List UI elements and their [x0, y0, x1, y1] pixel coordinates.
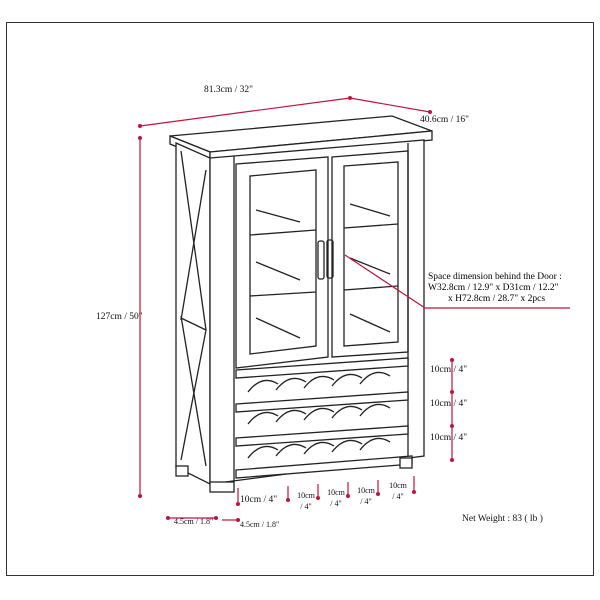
width-label: 81.3cm / 32" — [204, 85, 253, 95]
height-label: 127cm / 50" — [96, 312, 143, 322]
net-weight-label: Net Weight : 83 ( lb ) — [462, 514, 543, 524]
side-panel — [175, 142, 211, 486]
bottom-gap-label-1: 10cm / 4" — [240, 495, 278, 505]
cabinet — [169, 115, 433, 493]
space-line-1: Space dimension behind the Door : — [428, 272, 562, 282]
front-left-foot — [209, 481, 235, 493]
bottom-gap-label-5: 10cm/ 4" — [389, 481, 407, 501]
dimension-lines — [138, 96, 570, 522]
bottom-gap-label-4: 10cm/ 4" — [357, 486, 375, 506]
front-foot-label: 4.5cm / 1.8" — [174, 517, 214, 526]
door-handle-right — [326, 239, 334, 279]
right-door-glass — [343, 161, 399, 347]
diagram-frame — [6, 22, 594, 576]
rack-height-label-3: 10cm / 4" — [430, 433, 468, 443]
left-door — [235, 156, 329, 369]
left-door-glass — [249, 169, 317, 355]
space-behind-door-note: Space dimension behind the Door : W32.8c… — [428, 272, 562, 305]
bottom-gap-label-3: 10cm/ 4" — [327, 488, 345, 508]
side-foot — [175, 465, 189, 477]
door-handle-left — [317, 240, 325, 280]
space-line-3: x H72.8cm / 28.7" x 2pcs — [448, 294, 546, 304]
space-line-2: W32.8cm / 12.9" x D31cm / 12.2" — [428, 283, 559, 293]
depth-label: 40.6cm / 16" — [420, 115, 469, 125]
rack-height-label-1: 10cm / 4" — [430, 365, 468, 375]
side-foot-label: 4.5cm / 1.8" — [240, 520, 280, 529]
right-door — [331, 150, 409, 358]
bottom-gap-label-2: 10cm/ 4" — [297, 491, 315, 511]
rack-height-label-2: 10cm / 4" — [430, 399, 468, 409]
front-right-foot — [399, 457, 413, 469]
